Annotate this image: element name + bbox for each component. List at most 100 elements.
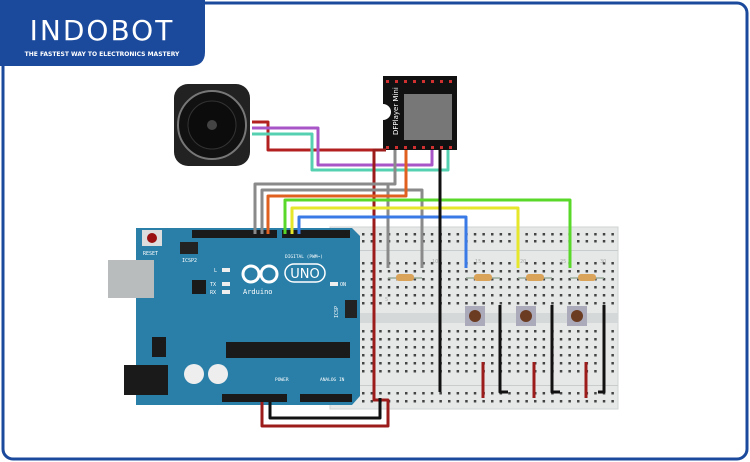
breadboard-hole xyxy=(473,392,477,395)
breadboard-hole xyxy=(430,330,434,333)
breadboard-hole xyxy=(465,302,468,305)
breadboard-hole xyxy=(525,346,528,349)
push-button[interactable] xyxy=(567,306,587,326)
breadboard-hole xyxy=(594,346,597,349)
breadboard-hole xyxy=(456,286,460,289)
power-jack xyxy=(124,365,168,395)
breadboard-hole xyxy=(551,262,554,265)
breadboard-hole xyxy=(602,302,606,305)
breadboard-hole xyxy=(465,338,468,341)
icsp2-header xyxy=(180,242,198,254)
dfplayer-pin xyxy=(395,146,398,149)
push-button[interactable] xyxy=(465,306,485,326)
breadboard-hole xyxy=(430,346,434,349)
breadboard-hole xyxy=(585,302,589,305)
wire-green xyxy=(283,198,572,268)
push-button[interactable] xyxy=(516,306,536,326)
breadboard-hole xyxy=(542,270,546,273)
breadboard-hole xyxy=(602,262,606,265)
breadboard-hole xyxy=(465,392,468,395)
breadboard-hole xyxy=(516,294,520,297)
breadboard-hole xyxy=(516,354,520,357)
breadboard-hole xyxy=(362,270,365,273)
dfplayer-pin xyxy=(386,80,389,83)
breadboard-hole xyxy=(577,262,580,265)
breadboard-hole xyxy=(577,233,580,236)
breadboard-hole xyxy=(542,370,546,373)
breadboard-hole xyxy=(405,262,408,265)
breadboard-hole xyxy=(370,240,374,243)
breadboard-hole xyxy=(448,302,451,305)
breadboard-hole xyxy=(448,233,451,236)
breadboard-hole xyxy=(516,400,520,403)
breadboard-hole xyxy=(413,240,417,243)
wire-speaker-cyan xyxy=(252,132,450,172)
digital-header-1 xyxy=(192,230,277,238)
breadboard-hole xyxy=(516,330,520,333)
breadboard-hole xyxy=(508,370,511,373)
breadboard-hole xyxy=(559,400,563,403)
breadboard-hole xyxy=(396,400,399,403)
breadboard-hole xyxy=(465,330,468,333)
breadboard-hole xyxy=(405,302,408,305)
breadboard-hole xyxy=(559,294,563,297)
breadboard-hole xyxy=(491,270,494,273)
breadboard-hole xyxy=(508,330,511,333)
breadboard-hole xyxy=(602,278,606,281)
breadboard-hole xyxy=(602,270,606,273)
breadboard-hole xyxy=(482,270,485,273)
breadboard-hole xyxy=(594,286,597,289)
logo-brand: INDOBOT xyxy=(30,14,175,47)
breadboard-hole xyxy=(448,294,451,297)
breadboard-hole xyxy=(508,362,511,365)
breadboard-hole xyxy=(611,233,614,236)
breadboard-hole xyxy=(405,362,408,365)
breadboard-hole xyxy=(379,330,382,333)
breadboard-hole xyxy=(430,233,434,236)
breadboard-hole xyxy=(508,354,511,357)
chip-small xyxy=(192,280,206,294)
breadboard-hole xyxy=(473,286,477,289)
breadboard-hole xyxy=(482,400,485,403)
dfplayer-pin xyxy=(449,80,452,83)
breadboard-hole xyxy=(448,270,451,273)
breadboard-hole xyxy=(568,330,571,333)
wire-speaker-red xyxy=(252,120,386,152)
breadboard-hole xyxy=(362,233,365,236)
breadboard-hole xyxy=(525,400,528,403)
breadboard-hole xyxy=(611,278,614,281)
breadboard-hole xyxy=(559,278,563,281)
breadboard-hole xyxy=(422,302,425,305)
breadboard-hole xyxy=(448,362,451,365)
breadboard-hole xyxy=(448,278,451,281)
breadboard-hole xyxy=(611,362,614,365)
breadboard-hole xyxy=(542,346,546,349)
breadboard-hole xyxy=(473,270,477,273)
breadboard-hole xyxy=(473,346,477,349)
wire-btn3-gnd xyxy=(598,305,606,394)
breadboard-hole xyxy=(473,370,477,373)
breadboard-hole xyxy=(413,362,417,365)
breadboard-hole xyxy=(379,286,382,289)
breadboard-hole xyxy=(387,346,391,349)
breadboard-hole xyxy=(516,302,520,305)
breadboard-hole xyxy=(525,338,528,341)
breadboard-hole xyxy=(370,392,374,395)
breadboard-hole xyxy=(491,392,494,395)
breadboard-hole xyxy=(525,330,528,333)
breadboard-hole xyxy=(577,278,580,281)
breadboard-hole xyxy=(413,294,417,297)
breadboard-hole xyxy=(525,240,528,243)
breadboard-hole xyxy=(430,294,434,297)
breadboard-hole xyxy=(542,392,546,395)
components xyxy=(388,274,604,326)
breadboard-hole xyxy=(370,302,374,305)
breadboard-hole xyxy=(413,270,417,273)
breadboard-hole xyxy=(362,278,365,281)
column-number: 15 xyxy=(475,259,481,265)
breadboard-hole xyxy=(559,240,563,243)
breadboard-hole xyxy=(473,362,477,365)
breadboard-hole xyxy=(482,330,485,333)
breadboard-hole xyxy=(465,362,468,365)
breadboard-hole xyxy=(465,370,468,373)
